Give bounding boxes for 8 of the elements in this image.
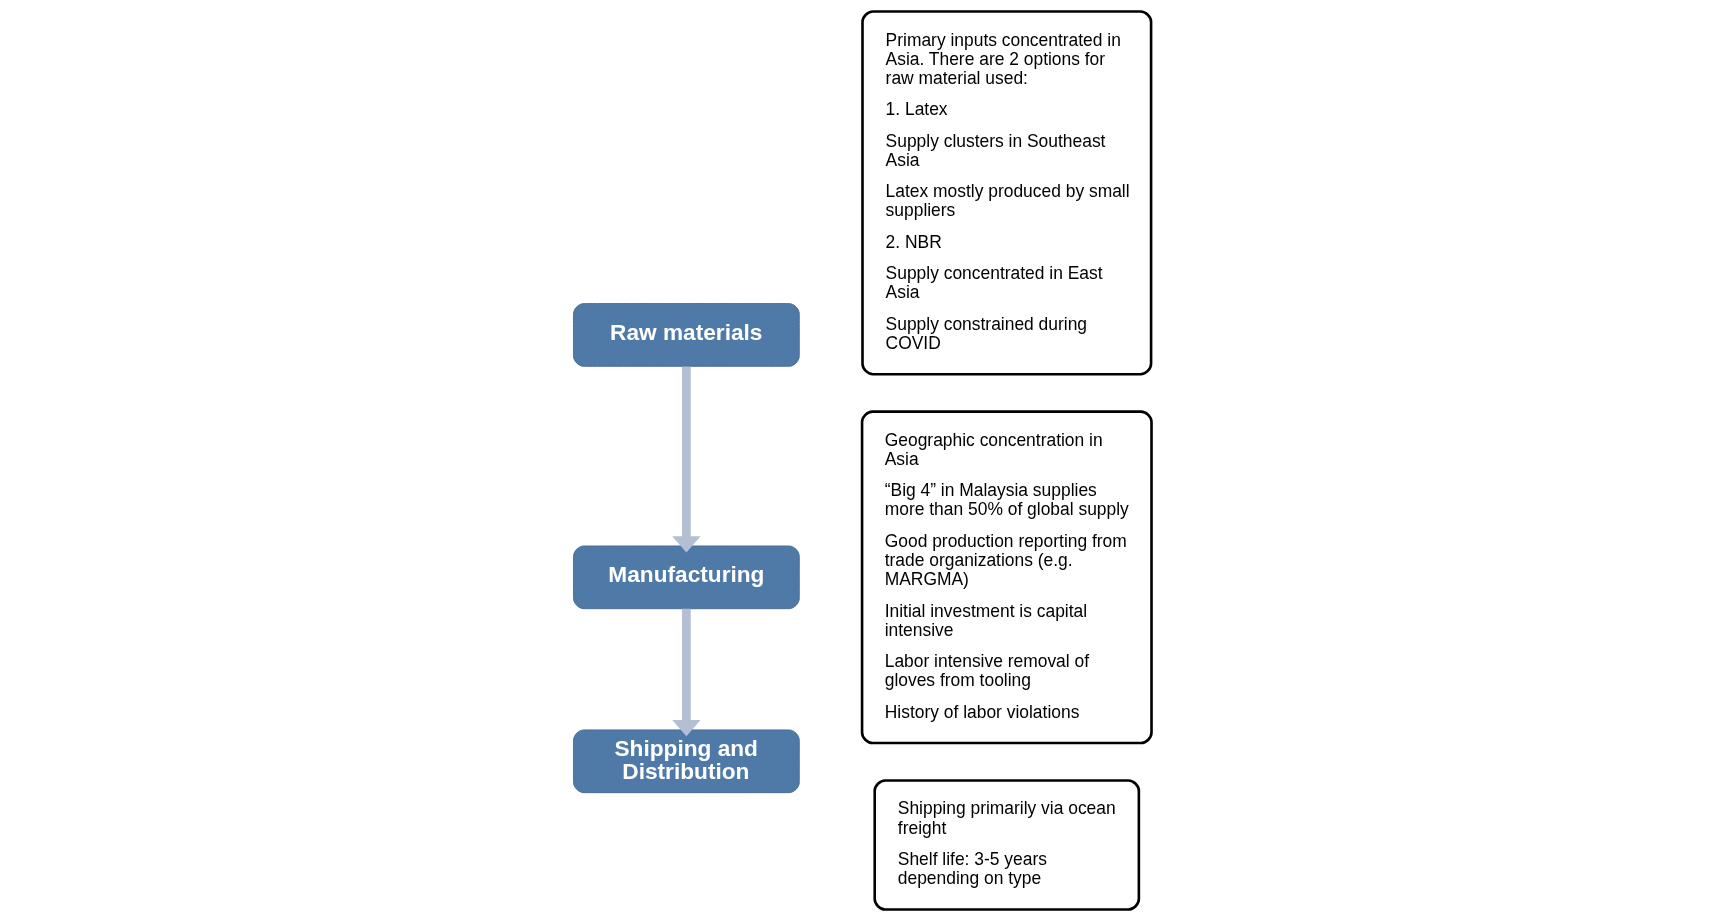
node-box: Primary inputs concentrated in Asia. There are 2 options for raw material used: 1. Latex Supply clusters in Southeast Asia Latex mostly produced by small suppliers 2. NBR Supply concentrated in East Asia Supply constrained during COVID <box>860 10 1152 376</box>
arrow <box>671 366 701 553</box>
node-box: Geographic concentration in Asia “Big 4” in Malaysia supplies more than 50% of global supply Good production reporting from trade organizations (e.g. MARGMA) Initial investment is capital intensive Labor intensive removal of gloves from tooling History of labor violations <box>860 410 1153 745</box>
node-box: Shipping and Distribution <box>572 729 800 794</box>
node-box: Manufacturing <box>572 545 800 610</box>
node-box: Raw materials <box>572 303 800 367</box>
arrow <box>671 608 701 737</box>
node-box: Shipping primarily via ocean freight Shelf life: 3-5 years depending on type <box>872 779 1140 911</box>
